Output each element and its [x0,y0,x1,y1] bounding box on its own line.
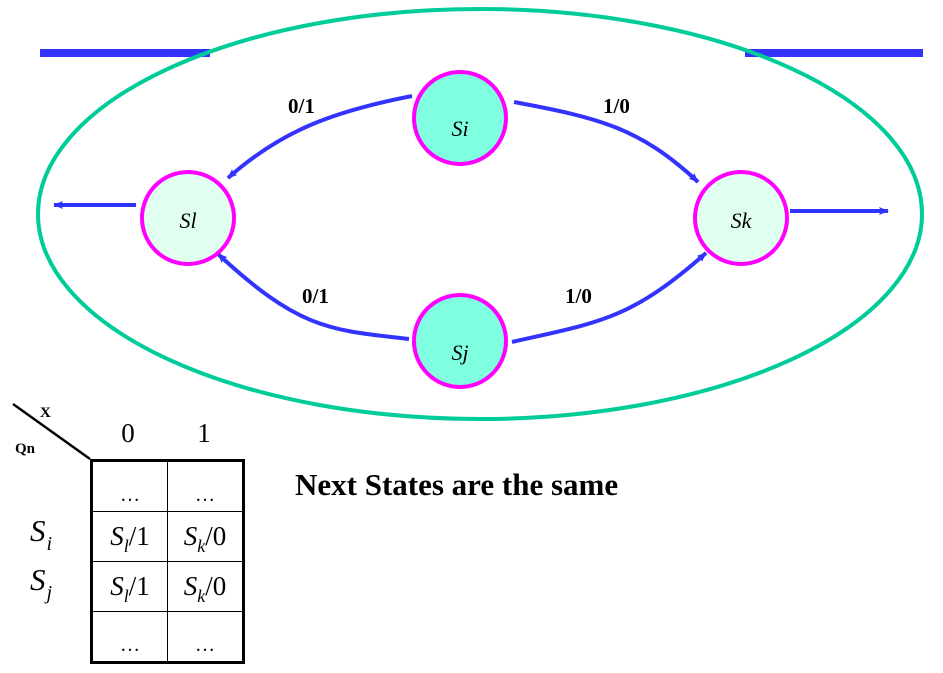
table-row: Sl/1 Sk/0 [91,511,244,562]
edge-sj-sk [511,251,708,344]
table-header-input: X [40,405,51,421]
node-sj: Sj [412,293,508,389]
table-cell: … [167,611,244,663]
edge-label-sj-sk: 1/0 [565,284,592,308]
table-row: Sl/1 Sk/0 [91,561,244,612]
table-cell: … [167,460,244,512]
node-label-si: Si [451,116,468,141]
state-table: … … Sl/1 Sk/0 Sl/1 Sk/0 … … [90,459,245,664]
edge-label-si-sk: 1/0 [603,94,630,118]
caption: Next States are the same [295,467,619,502]
edge-si-sl [226,94,413,180]
table-header-state: Qn [15,441,36,457]
table-row: … … [91,611,244,663]
table-cell: Sk/0 [167,511,244,562]
table-row: … … [91,460,244,512]
edge-label-si-sl: 0/1 [288,94,315,118]
table-row-label-si: Si [30,513,53,555]
table-row-label-sj: Sj [30,562,53,604]
table-column-header-0: 0 [121,418,135,448]
node-label-sk: Sk [731,208,753,233]
table-header-diagonal [12,402,91,461]
node-sl: Sl [140,170,236,266]
table-cell: … [91,460,168,512]
node-label-sj: Sj [451,340,468,365]
table-column-header-1: 1 [197,418,211,448]
edge-label-sj-sl: 0/1 [302,284,329,308]
node-label-sl: Sl [179,208,196,233]
edge-si-sk [513,100,700,184]
table-cell: Sk/0 [167,561,244,612]
node-si: Si [412,70,508,166]
equivalence-ellipse [36,7,924,421]
table-cell: Sl/1 [91,511,168,562]
table-cell: … [91,611,168,663]
table-cell: Sl/1 [91,561,168,612]
node-sk: Sk [693,170,789,266]
edge-sj-sl [216,252,410,341]
